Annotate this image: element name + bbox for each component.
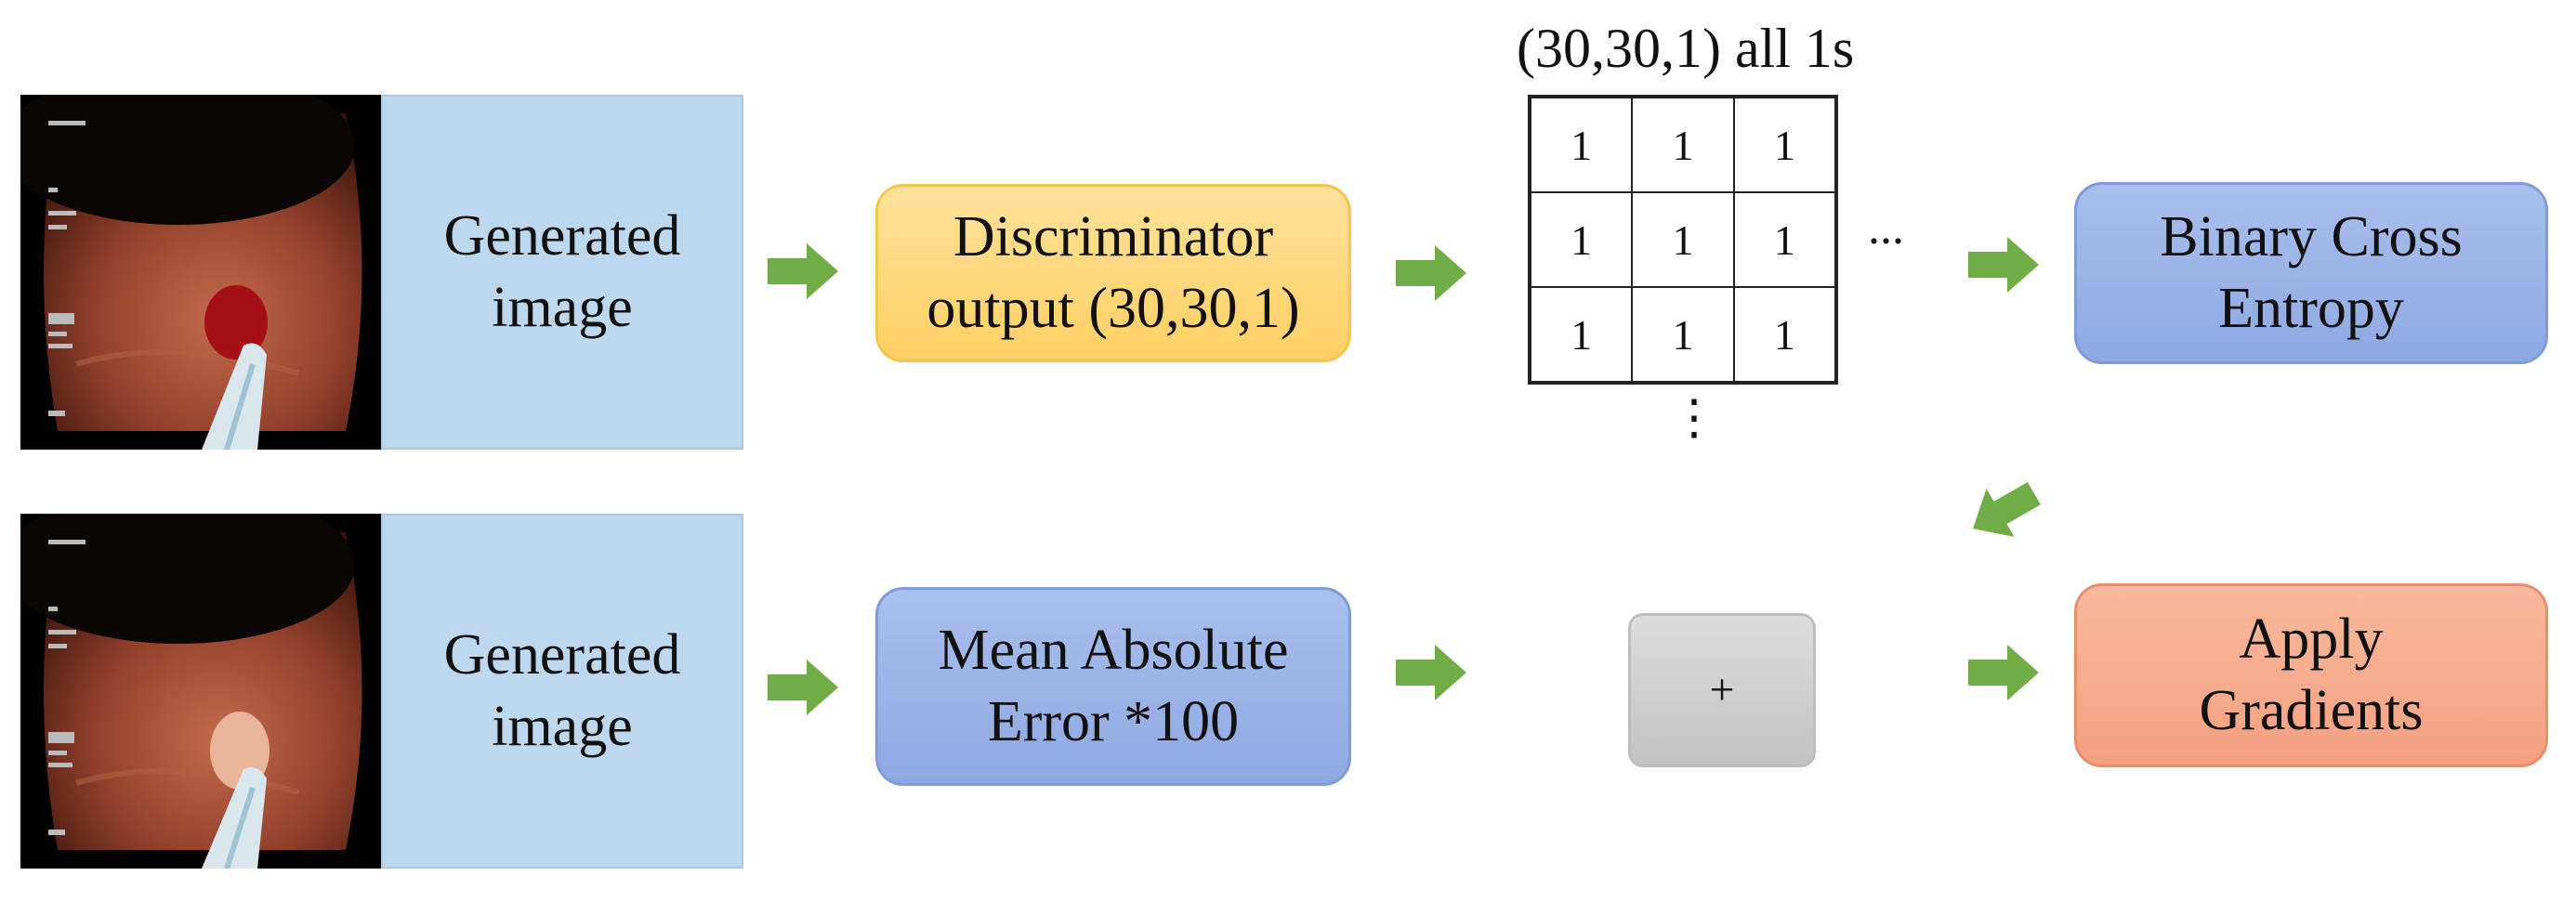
arrow-icon (1968, 645, 2039, 700)
generated-image-label-2: Generated image (381, 514, 743, 869)
grid-cell: 1 (1733, 287, 1835, 382)
grid-cell: 1 (1733, 192, 1835, 287)
sum-box: + (1628, 613, 1816, 767)
grid-cell: 1 (1733, 98, 1835, 192)
arrow-icon (1968, 237, 2039, 293)
mean-absolute-error-box: Mean Absolute Error *100 (875, 587, 1351, 786)
generated-image-2 (20, 514, 381, 869)
apply-gradients-box: Apply Gradients (2074, 583, 2548, 767)
grid-cell: 1 (1632, 287, 1734, 382)
generated-image-label-1: Generated image (381, 95, 743, 450)
grid-cell: 1 (1531, 98, 1633, 192)
arrow-icon (768, 660, 838, 715)
arrow-icon (1396, 245, 1466, 301)
grid-ellipsis-right: ... (1868, 202, 1904, 255)
target-caption: (30,30,1) all 1s (1517, 18, 1855, 79)
arrow-icon (1959, 469, 2048, 553)
binary-cross-entropy-box: Binary Cross Entropy (2074, 182, 2548, 364)
arrow-icon (1396, 645, 1466, 700)
endoscopy-polyp-icon (20, 95, 381, 450)
grid-ellipsis-down: ⋮ (1670, 392, 1718, 445)
discriminator-output-box: Discriminator output (30,30,1) (875, 184, 1351, 362)
grid-cell: 1 (1632, 192, 1734, 287)
grid-cell: 1 (1531, 287, 1633, 382)
grid-cell: 1 (1632, 98, 1734, 192)
grid-cell: 1 (1531, 192, 1633, 287)
arrow-icon (768, 243, 838, 299)
target-ones-grid: 1 1 1 1 1 1 1 1 1 (1528, 95, 1838, 385)
endoscopy-polyp-icon (20, 514, 381, 869)
generated-image-1 (20, 95, 381, 450)
